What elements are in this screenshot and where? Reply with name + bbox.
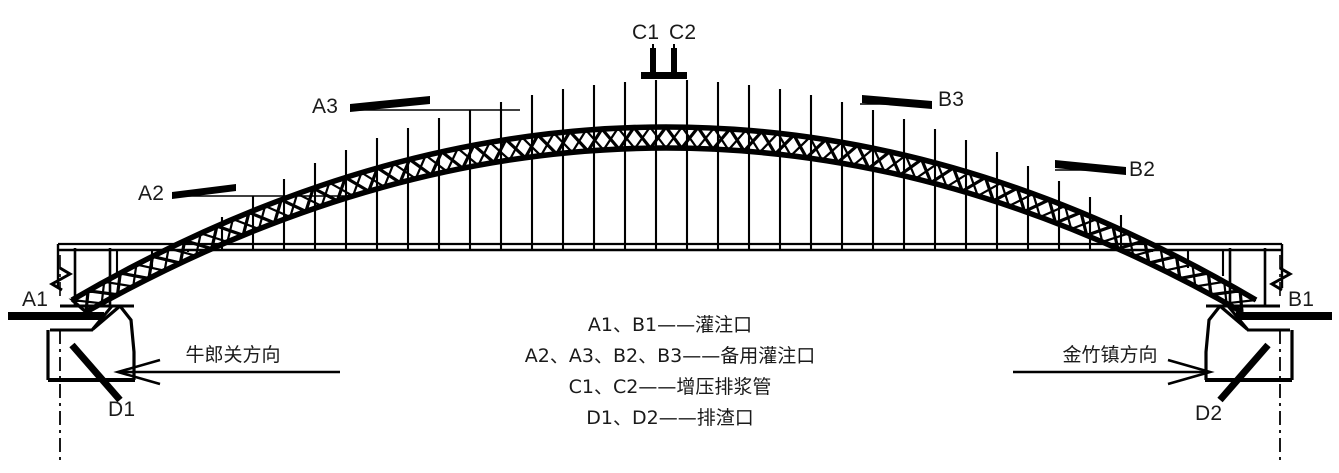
callout-label-b1: B1 [1288,288,1315,311]
direction-right: 金竹镇方向 [1000,340,1220,367]
hanger-columns [115,80,1225,276]
arch-web-member [68,125,1257,313]
callout-label-a3: A3 [312,95,339,118]
legend-row: C1、C2——增压排浆管 [568,376,772,398]
direction-arrow-right [1013,358,1215,386]
direction-left-label: 牛郎关方向 [185,344,281,366]
crown-pipe-leaders [652,44,675,50]
callout-label-d1: D1 [108,398,136,421]
legend-row: D1、D2——排渣口 [586,407,754,429]
callout-leaders [172,95,1126,199]
leader-a2 [172,184,236,199]
direction-arrow-left [113,358,340,386]
bridge-deck [56,242,1284,288]
arch-rib-web-lattice [68,124,1257,316]
callout-label-a1: A1 [22,288,49,311]
callout-label-c1: C1 [632,21,660,44]
callout-label-c2: C2 [669,21,697,44]
leader-b2 [1055,160,1126,175]
d1-slag-pipe [69,342,123,403]
leader-b3 [862,95,932,109]
legend-block: A1、B1——灌注口 A2、A3、B2、B3——备用灌注口 C1、C2——增压排… [400,310,940,434]
callout-label-b2: B2 [1129,158,1156,181]
crown-vent-pipes [641,48,687,79]
right-abutment [1204,248,1332,465]
callout-label-b3: B3 [938,88,965,111]
a1-injection-pipe [8,312,104,320]
d2-slag-pipe [1217,342,1271,403]
callout-label-a2: A2 [138,182,165,205]
b1-injection-pipe [1236,312,1332,320]
legend-row: A1、B1——灌注口 [587,314,753,336]
direction-left: 牛郎关方向 [118,340,348,367]
left-abutment [8,248,136,465]
leader-a3 [350,96,430,112]
direction-right-label: 金竹镇方向 [1062,344,1158,366]
callout-label-d2: D2 [1195,402,1223,425]
legend-row: A2、A3、B2、B3——备用灌注口 [524,345,816,367]
